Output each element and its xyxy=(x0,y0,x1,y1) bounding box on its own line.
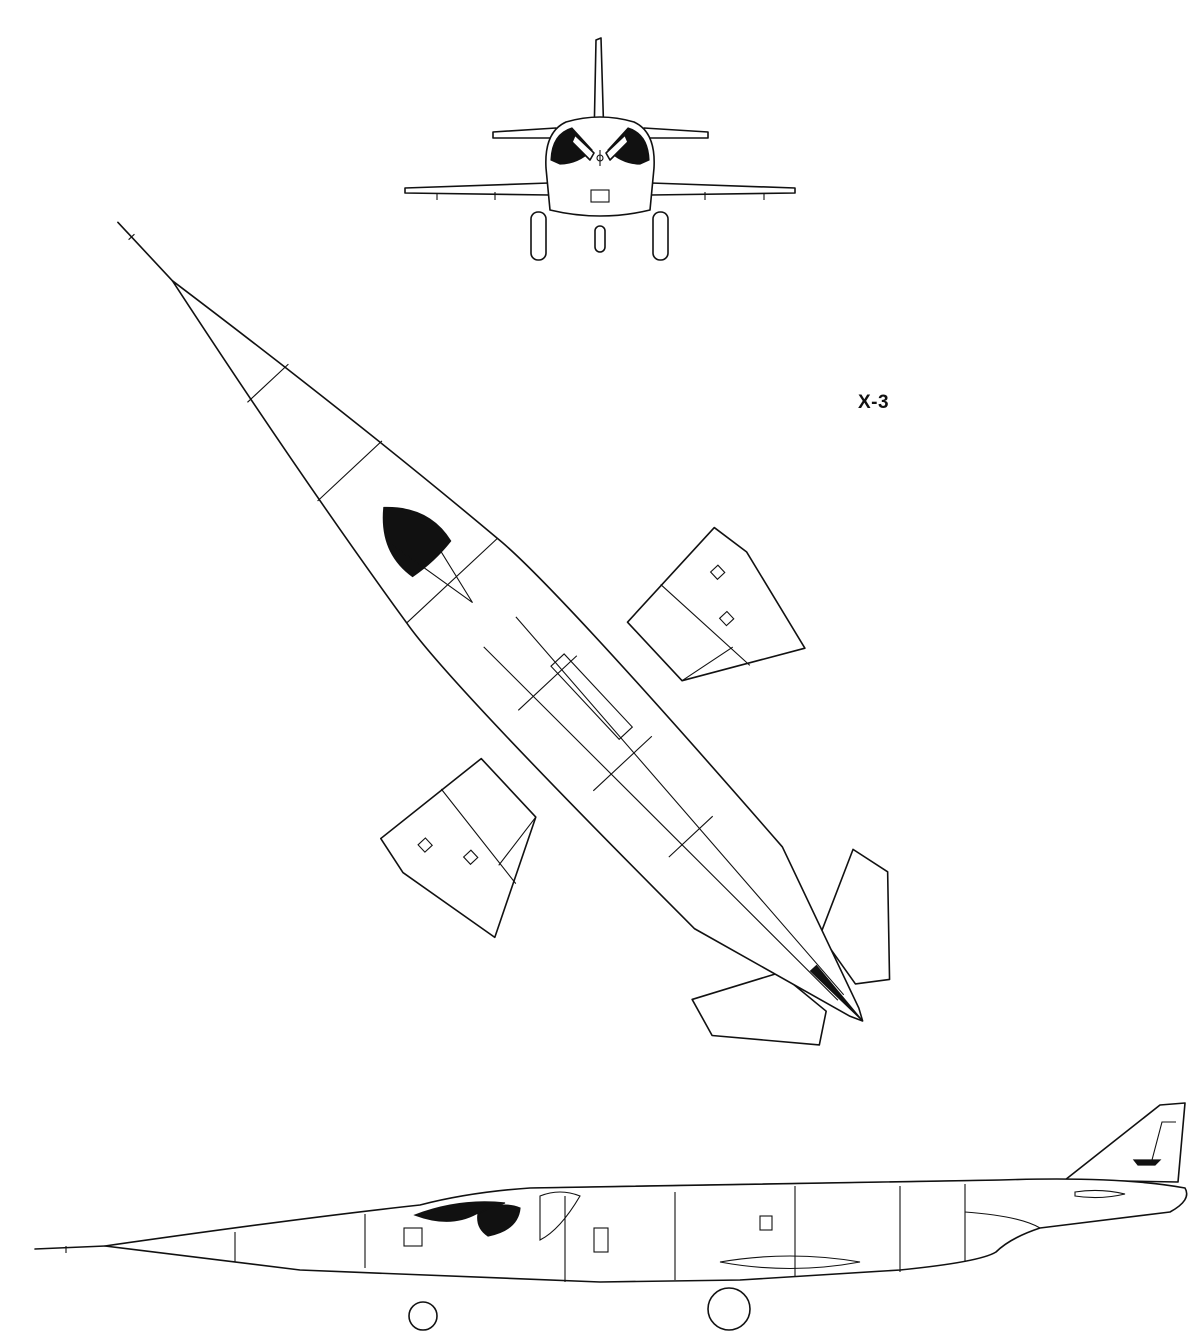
front-view xyxy=(404,37,796,261)
aircraft-designation: X-3 xyxy=(858,392,890,413)
plan-view xyxy=(117,221,891,1046)
side-view xyxy=(34,1102,1188,1331)
